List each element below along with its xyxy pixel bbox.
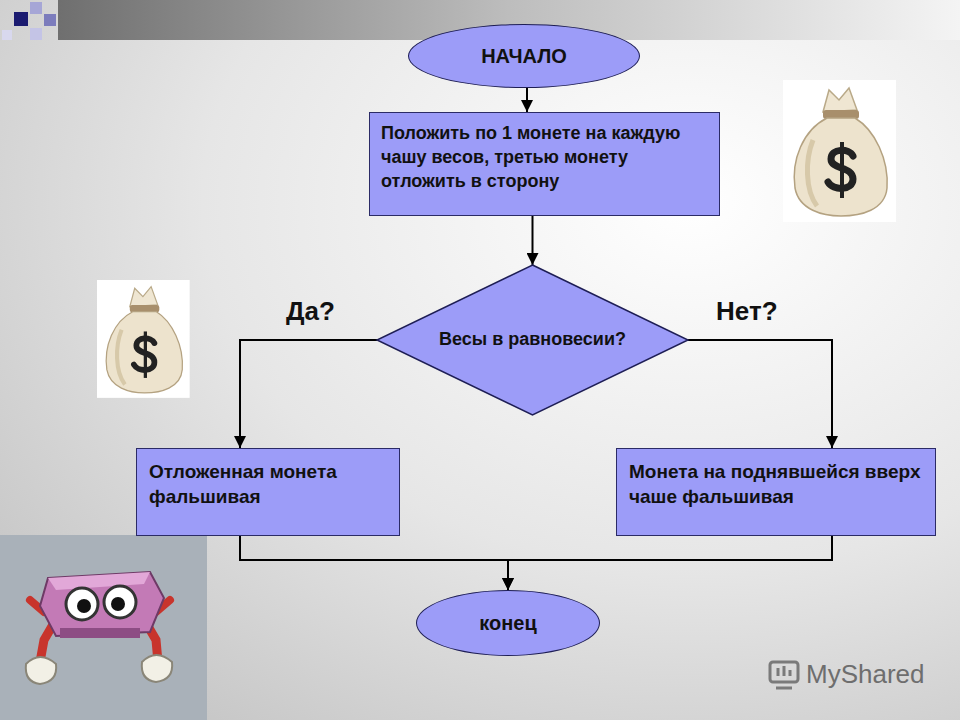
flow-arrow <box>526 88 528 112</box>
result-box: Отложенная монета фальшивая <box>136 448 400 536</box>
diamond-shape <box>377 265 688 415</box>
flow-arrow <box>688 340 832 448</box>
decision-diamond: Весы в равновесии? <box>377 265 688 415</box>
text-holder: конец <box>479 610 536 636</box>
text-holder: Отложенная монета фальшивая <box>149 459 387 509</box>
flow-arrow <box>532 216 534 265</box>
node-text: Монета на поднявшейся вверх чаше фальшив… <box>629 459 923 509</box>
result-box: Монета на поднявшейся вверх чаше фальшив… <box>616 448 936 536</box>
watermark-text: MyShared <box>806 659 925 690</box>
text-holder: Весы в равновесии? <box>439 328 626 352</box>
branch-label: Да? <box>286 296 335 327</box>
text-holder: Положить по 1 монете на каждую чашу весо… <box>381 122 708 193</box>
text-holder: НАЧАЛО <box>481 43 567 69</box>
process-box: Положить по 1 монете на каждую чашу весо… <box>369 112 720 216</box>
node-text: Весы в равновесии? <box>439 328 626 352</box>
node-text: Положить по 1 монете на каждую чашу весо… <box>381 122 708 193</box>
robot-panel <box>0 535 207 720</box>
text-holder: Монета на поднявшейся вверх чаше фальшив… <box>629 459 923 509</box>
flow-arrow <box>240 340 377 448</box>
watermark-icon <box>770 662 798 688</box>
corner-squares <box>2 2 56 40</box>
money-bag-picture <box>97 280 190 398</box>
node-text: Отложенная монета фальшивая <box>149 459 387 509</box>
start-terminal: НАЧАЛО <box>408 24 640 88</box>
node-text: конец <box>479 610 536 636</box>
robot-illustration <box>26 572 172 684</box>
end-terminal: конец <box>416 590 600 656</box>
money-bag-picture <box>783 80 896 222</box>
flow-arrow <box>240 536 508 590</box>
branch-label: Нет? <box>716 296 778 327</box>
node-text: НАЧАЛО <box>481 43 567 69</box>
flow-arrow <box>508 536 832 590</box>
